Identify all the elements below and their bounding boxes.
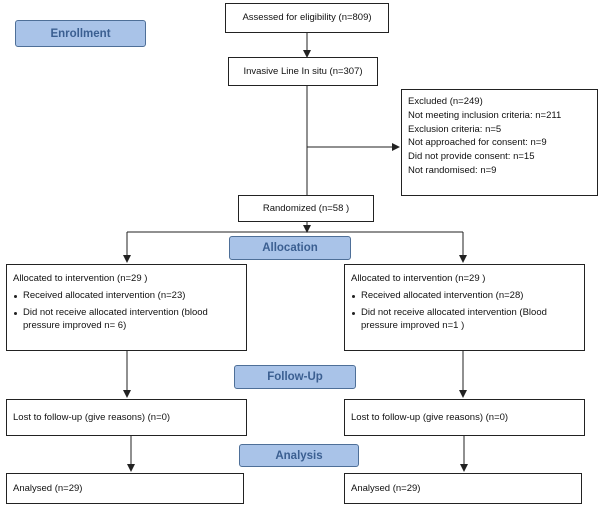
excluded-item: Exclusion criteria: n=5: [408, 123, 502, 135]
stage-enrollment: Enrollment: [15, 20, 146, 47]
not-received-item: Did not receive allocated intervention (…: [351, 306, 578, 334]
excluded-item: Not randomised: n=9: [408, 164, 497, 176]
assessed-text: Assessed for eligibility (n=809): [242, 12, 372, 24]
randomized-box: Randomized (n=58 ): [238, 195, 374, 222]
excluded-item: Not meeting inclusion criteria: n=211: [408, 109, 562, 121]
stage-analysis: Analysis: [239, 444, 359, 467]
excluded-box: Excluded (n=249) Not meeting inclusion c…: [401, 89, 598, 196]
invasive-line-text: Invasive Line In situ (n=307): [243, 65, 363, 77]
not-received-item: Did not receive allocated intervention (…: [13, 306, 240, 334]
allocated-text: Allocated to intervention (n=29 ): [13, 273, 148, 284]
allocated-text: Allocated to intervention (n=29 ): [351, 273, 486, 284]
analysed-text: Analysed (n=29): [351, 482, 421, 494]
analysed-text: Analysed (n=29): [13, 482, 83, 494]
lost-followup-box-right: Lost to follow-up (give reasons) (n=0): [344, 399, 585, 436]
allocated-box-left: Allocated to intervention (n=29 ) Receiv…: [6, 264, 247, 351]
stage-follow-up: Follow-Up: [234, 365, 356, 389]
stage-allocation: Allocation: [229, 236, 351, 260]
randomized-text: Randomized (n=58 ): [262, 202, 350, 214]
excluded-item: Not approached for consent: n=9: [408, 137, 547, 149]
received-item: Received allocated intervention (n=28): [351, 289, 578, 303]
invasive-line-box: Invasive Line In situ (n=307): [228, 57, 378, 86]
excluded-item: Did not provide consent: n=15: [408, 151, 535, 163]
lost-followup-text: Lost to follow-up (give reasons) (n=0): [13, 411, 171, 423]
analysed-box-right: Analysed (n=29): [344, 473, 582, 504]
lost-followup-box-left: Lost to follow-up (give reasons) (n=0): [6, 399, 247, 436]
allocated-box-right: Allocated to intervention (n=29 ) Receiv…: [344, 264, 585, 351]
assessed-box: Assessed for eligibility (n=809): [225, 3, 389, 33]
received-item: Received allocated intervention (n=23): [13, 289, 240, 303]
analysed-box-left: Analysed (n=29): [6, 473, 244, 504]
excluded-title: Excluded (n=249): [408, 96, 483, 107]
lost-followup-text: Lost to follow-up (give reasons) (n=0): [351, 411, 509, 423]
